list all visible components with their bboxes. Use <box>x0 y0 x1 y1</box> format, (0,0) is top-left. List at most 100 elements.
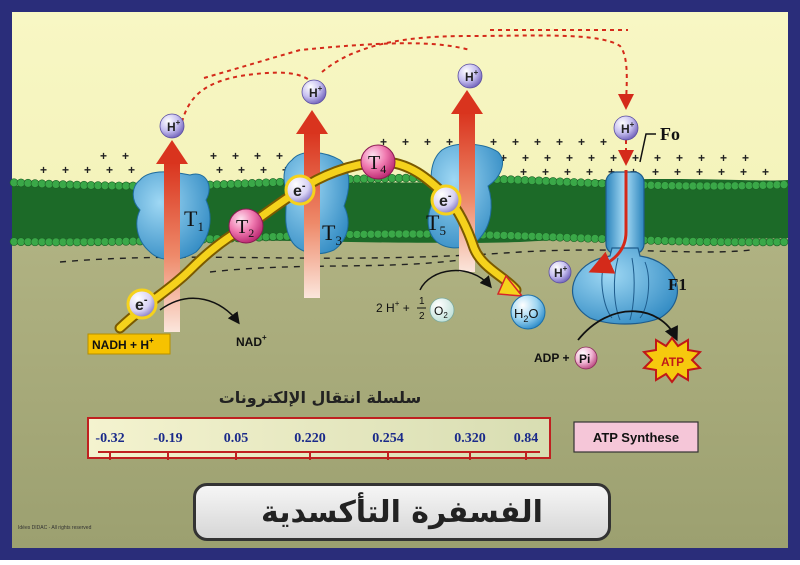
svg-text:+: + <box>544 151 551 165</box>
svg-text:+: + <box>522 151 529 165</box>
plus-label: + <box>176 118 181 127</box>
svg-text:+: + <box>556 135 563 149</box>
plus-label: + <box>630 120 635 129</box>
svg-text:+: + <box>566 151 573 165</box>
svg-text:+: + <box>424 135 431 149</box>
potential-value: 0.320 <box>454 431 486 446</box>
svg-text:H+: H+ <box>554 264 568 280</box>
svg-text:+: + <box>742 151 749 165</box>
membrane-bilayer <box>9 173 789 247</box>
svg-text:+: + <box>128 163 135 177</box>
svg-text:e-: e- <box>293 180 306 200</box>
electron-label: e <box>135 297 144 314</box>
plus-label: + <box>474 68 479 77</box>
proton-dotted-path-1 <box>181 71 313 123</box>
svg-text:+: + <box>608 165 615 179</box>
label-t5: T5 <box>426 210 446 238</box>
svg-text:+: + <box>600 135 607 149</box>
svg-text:+: + <box>586 165 593 179</box>
electron-path-arrowhead <box>496 274 524 297</box>
svg-text:+: + <box>654 151 661 165</box>
minus-label: - <box>144 294 148 306</box>
svg-text:T4: T4 <box>368 152 386 176</box>
svg-text:+: + <box>534 135 541 149</box>
oxygen-reduction-arrow <box>419 269 492 291</box>
svg-text:e-: e- <box>135 294 148 314</box>
page-title: الفسفرة التأكسدية <box>193 483 611 541</box>
atp-synthesis-arrow <box>577 310 678 342</box>
svg-text:+: + <box>762 165 769 179</box>
electron-chain-title: سلسلة انتقال الإلكترونات <box>218 388 422 407</box>
svg-text:+: + <box>106 163 113 177</box>
h-label: H <box>167 120 176 134</box>
svg-text:+: + <box>260 163 267 177</box>
plus-label: + <box>318 84 323 93</box>
h-label: H <box>309 86 318 100</box>
plus-label: + <box>563 264 568 273</box>
svg-text:H+: H+ <box>167 118 181 134</box>
svg-text:+: + <box>564 165 571 179</box>
svg-text:+: + <box>740 165 747 179</box>
label-fo: Fo <box>660 124 680 144</box>
svg-text:+: + <box>276 149 283 163</box>
proton-pump-arrow-2 <box>296 110 328 298</box>
nad-label: NAD+ <box>236 333 267 349</box>
svg-text:+: + <box>380 135 387 149</box>
t2-letter: T <box>236 216 248 238</box>
svg-text:+: + <box>402 135 409 149</box>
svg-text:e-: e- <box>439 190 452 210</box>
svg-text:T2: T2 <box>236 216 254 240</box>
svg-text:+: + <box>652 165 659 179</box>
minus-label: - <box>302 180 306 192</box>
proton-ball-2: H+ <box>301 79 327 105</box>
pi-ball: Pi <box>574 346 598 370</box>
oxygen-ball: O2 <box>429 297 455 323</box>
svg-text:+: + <box>698 151 705 165</box>
t2-sub: 2 <box>248 226 254 240</box>
svg-text:+: + <box>674 165 681 179</box>
t4-sub: 4 <box>380 162 386 176</box>
svg-text:+: + <box>122 149 129 163</box>
svg-text:+: + <box>610 151 617 165</box>
electron-label: e <box>439 193 448 210</box>
h-label: H <box>465 70 474 84</box>
proton-dotted-path-2 <box>203 42 471 79</box>
svg-text:+: + <box>676 151 683 165</box>
svg-text:H+: H+ <box>465 68 479 84</box>
potential-value: 0.220 <box>294 431 326 446</box>
svg-text:+: + <box>578 135 585 149</box>
svg-text:+: + <box>696 165 703 179</box>
svg-text:+: + <box>632 151 639 165</box>
half-denominator: 2 <box>419 311 425 322</box>
nadh-box <box>87 333 171 355</box>
nadh-oxidation-arrow <box>159 297 240 325</box>
copyright-text: Idées DIDAC - All rights reserved <box>18 525 92 531</box>
svg-text:H+: H+ <box>621 120 635 136</box>
adp-label: ADP + <box>534 351 569 365</box>
svg-text:+: + <box>84 163 91 177</box>
svg-text:+: + <box>210 149 217 163</box>
svg-text:+: + <box>720 151 727 165</box>
electron-label: e <box>293 183 302 200</box>
svg-text:+: + <box>512 135 519 149</box>
h-label: H <box>554 266 563 280</box>
proton-ball-4: H+ <box>613 115 639 141</box>
svg-text:+: + <box>490 135 497 149</box>
electron-ball-3: e- <box>430 184 462 216</box>
water-ball: H2O <box>510 294 546 330</box>
svg-text:+: + <box>718 165 725 179</box>
fo-pointer-line <box>639 133 656 163</box>
potential-value: 0.84 <box>514 431 539 446</box>
svg-text:ATP: ATP <box>661 355 684 369</box>
oxygen-equation: 2 H+ + <box>376 299 410 315</box>
svg-text:+: + <box>542 165 549 179</box>
label-f1: F1 <box>668 275 687 294</box>
svg-text:+: + <box>254 149 261 163</box>
potential-value: 0.254 <box>372 431 404 446</box>
svg-text:+: + <box>238 163 245 177</box>
minus-label: - <box>448 190 452 202</box>
svg-text:+: + <box>100 149 107 163</box>
